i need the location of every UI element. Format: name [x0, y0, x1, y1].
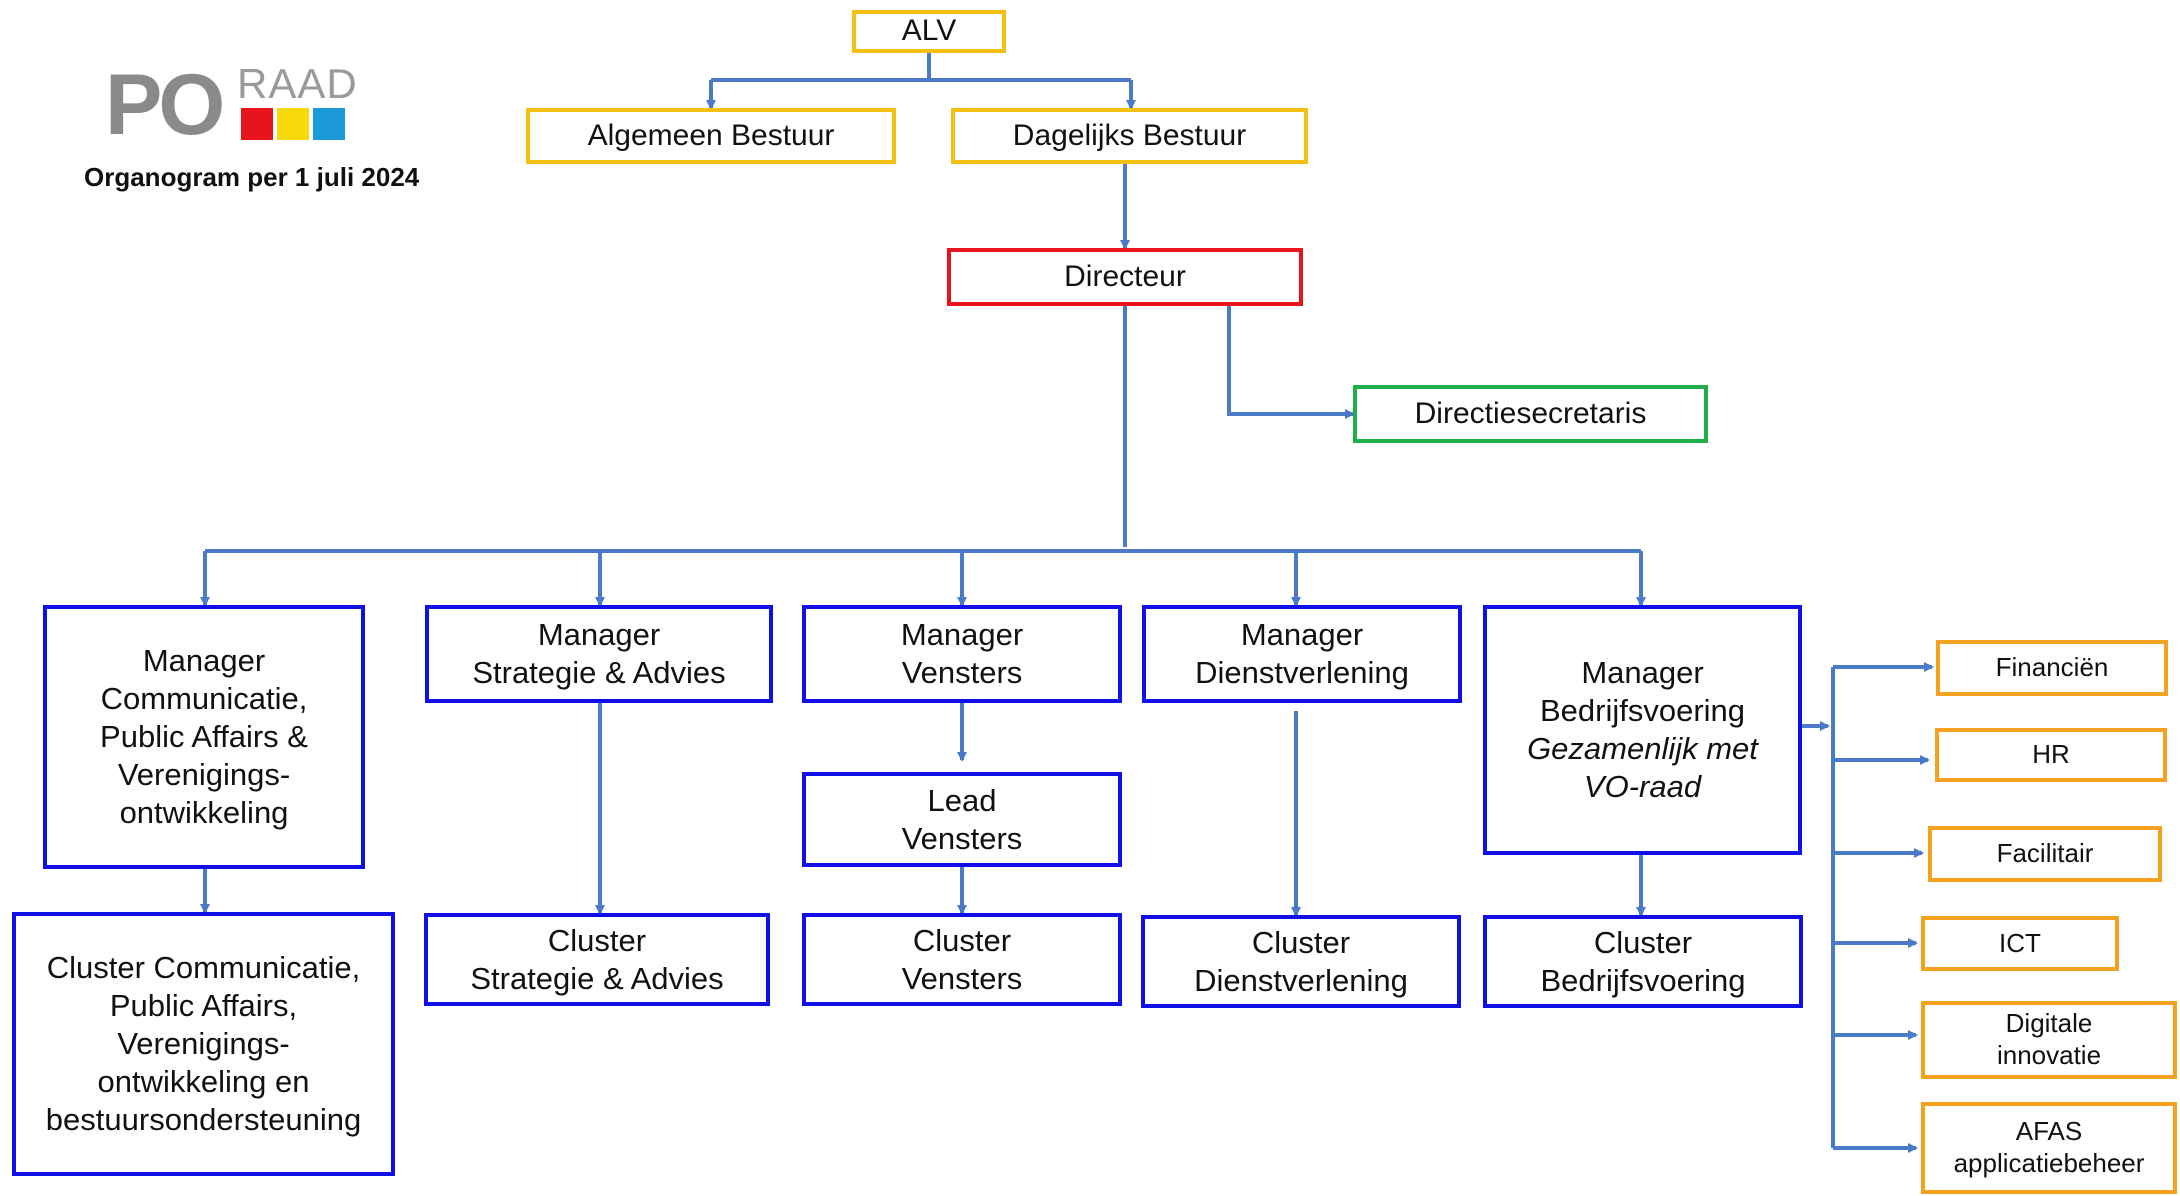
afas-line-2: applicatiebeheer — [1953, 1148, 2145, 1178]
cluster-communicatie-line-4: ontwikkeling en — [97, 1063, 310, 1099]
manager-bedrijfsvoering-italic-line-2: VO-raad — [1583, 768, 1702, 804]
manager-strategie-line-2: Strategie & Advies — [472, 655, 726, 690]
cluster-strategie-line-1: Cluster — [547, 922, 647, 958]
node-facilitair-label: Facilitair — [1996, 838, 2094, 869]
manager-dienstverlening-line-1: Manager — [1240, 617, 1364, 653]
manager-communicatie-line-3: Public Affairs & — [100, 719, 308, 755]
cluster-vensters-line-1: Cluster — [912, 922, 1012, 958]
node-manager-bedrijfsvoering: Manager Bedrijfsvoering Gezamenlijk met … — [1483, 605, 1802, 855]
afas-line-1: AFAS — [2015, 1116, 2083, 1147]
node-lead-vensters: Lead Vensters — [802, 772, 1122, 867]
node-digitale-innovatie: Digitale innovatie — [1921, 1001, 2177, 1079]
node-financien: Financiën — [1936, 640, 2168, 696]
manager-bedrijfsvoering-italic-line-1: Gezamenlijk met — [1527, 731, 1758, 766]
cluster-bedrijfsvoering-line-2: Bedrijfsvoering — [1540, 962, 1746, 998]
manager-dienstverlening-line-2: Dienstverlening — [1195, 655, 1409, 690]
node-manager-strategie: Manager Strategie & Advies — [425, 605, 773, 703]
digitale-innovatie-line-1: Digitale — [2005, 1008, 2093, 1039]
node-manager-communicatie: Manager Communicatie, Public Affairs & V… — [43, 605, 365, 869]
node-dagelijks-bestuur: Dagelijks Bestuur — [951, 108, 1308, 164]
po-raad-logo: PO RAAD — [105, 60, 365, 150]
node-cluster-strategie: Cluster Strategie & Advies — [424, 913, 770, 1006]
cluster-communicatie-line-5: bestuursondersteuning — [45, 1101, 362, 1137]
node-hr-label: HR — [2032, 739, 2070, 770]
manager-communicatie-line-2: Communicatie, — [100, 681, 308, 717]
node-cluster-vensters: Cluster Vensters — [802, 913, 1122, 1006]
manager-bedrijfsvoering-line-2: Bedrijfsvoering — [1539, 693, 1746, 729]
node-manager-dienstverlening: Manager Dienstverlening — [1142, 605, 1462, 703]
logo-po-text: PO — [105, 57, 225, 153]
node-algemeen-bestuur-label: Algemeen Bestuur — [587, 118, 835, 152]
node-cluster-bedrijfsvoering: Cluster Bedrijfsvoering — [1483, 915, 1803, 1008]
node-cluster-communicatie: Cluster Communicatie, Public Affairs, Ve… — [12, 912, 395, 1176]
digitale-innovatie-line-2: innovatie — [1996, 1040, 2102, 1070]
node-facilitair: Facilitair — [1928, 826, 2162, 882]
node-algemeen-bestuur: Algemeen Bestuur — [526, 108, 896, 164]
logo-red-square — [241, 108, 273, 140]
manager-vensters-line-1: Manager — [900, 617, 1024, 653]
node-cluster-dienstverlening: Cluster Dienstverlening — [1141, 915, 1461, 1008]
manager-communicatie-line-4: Verenigings- — [117, 756, 291, 792]
node-ict-label: ICT — [1999, 927, 2041, 958]
cluster-vensters-line-2: Vensters — [901, 960, 1023, 996]
node-directeur: Directeur — [947, 248, 1303, 306]
manager-communicatie-line-1: Manager — [142, 643, 266, 679]
node-afas-applicatiebeheer: AFAS applicatiebeheer — [1921, 1102, 2177, 1194]
logo-raad-text: RAAD — [237, 60, 358, 107]
cluster-dienstverlening-line-2: Dienstverlening — [1194, 962, 1408, 998]
node-directiesecretaris: Directiesecretaris — [1353, 385, 1708, 443]
organogram-title: Organogram per 1 juli 2024 — [84, 162, 420, 192]
cluster-communicatie-line-3: Verenigings- — [117, 1026, 290, 1062]
manager-communicatie-line-5: ontwikkeling — [119, 794, 289, 830]
lead-vensters-line-1: Lead — [927, 782, 997, 818]
node-alv-label: ALV — [901, 14, 957, 48]
node-manager-vensters: Manager Vensters — [802, 605, 1122, 703]
manager-bedrijfsvoering-line-1: Manager — [1581, 655, 1704, 691]
node-alv: ALV — [852, 10, 1006, 53]
cluster-communicatie-line-2: Public Affairs, — [109, 988, 298, 1024]
cluster-strategie-line-2: Strategie & Advies — [470, 960, 724, 996]
manager-vensters-line-2: Vensters — [901, 655, 1023, 690]
logo-blue-square — [313, 108, 345, 140]
node-hr: HR — [1935, 728, 2167, 782]
lead-vensters-line-2: Vensters — [901, 820, 1023, 856]
node-directiesecretaris-label: Directiesecretaris — [1414, 396, 1647, 430]
logo-yellow-square — [277, 108, 309, 140]
node-dagelijks-bestuur-label: Dagelijks Bestuur — [1012, 118, 1247, 152]
node-directeur-label: Directeur — [1064, 259, 1186, 293]
manager-strategie-line-1: Manager — [537, 617, 661, 653]
node-ict: ICT — [1921, 916, 2119, 971]
node-financien-label: Financiën — [1995, 652, 2109, 683]
cluster-dienstverlening-line-1: Cluster — [1251, 924, 1351, 960]
cluster-communicatie-line-1: Cluster Communicatie, — [46, 950, 361, 986]
cluster-bedrijfsvoering-line-1: Cluster — [1593, 924, 1693, 960]
